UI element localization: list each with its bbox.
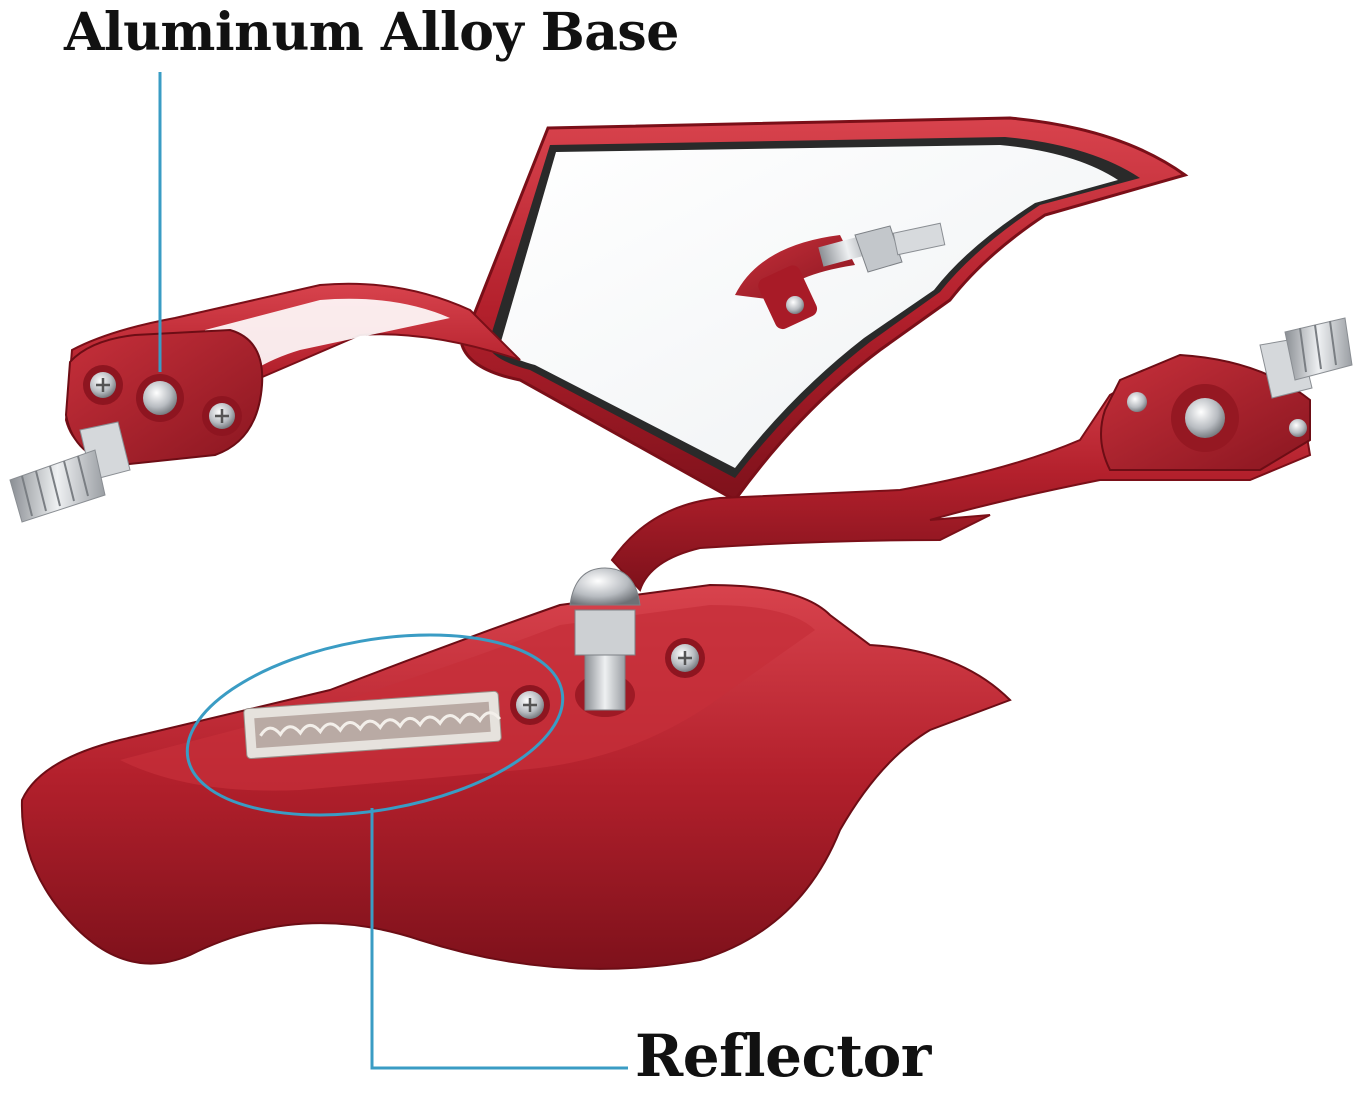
bottom-mirror-housing — [20, 583, 1012, 970]
label-aluminum-alloy-base: Aluminum Alloy Base — [64, 2, 679, 63]
callout-reflector — [185, 633, 628, 1070]
reflector-highlight-ring — [185, 633, 565, 817]
label-reflector: Reflector — [635, 1022, 931, 1090]
pivot-post — [569, 567, 641, 717]
reflector-strip — [243, 690, 502, 760]
top-mirror — [9, 116, 1189, 523]
bottom-threaded-stud — [1259, 317, 1353, 399]
top-threaded-stud — [9, 421, 131, 523]
bottom-mirror — [20, 317, 1353, 970]
mirror-clamp — [735, 222, 946, 330]
